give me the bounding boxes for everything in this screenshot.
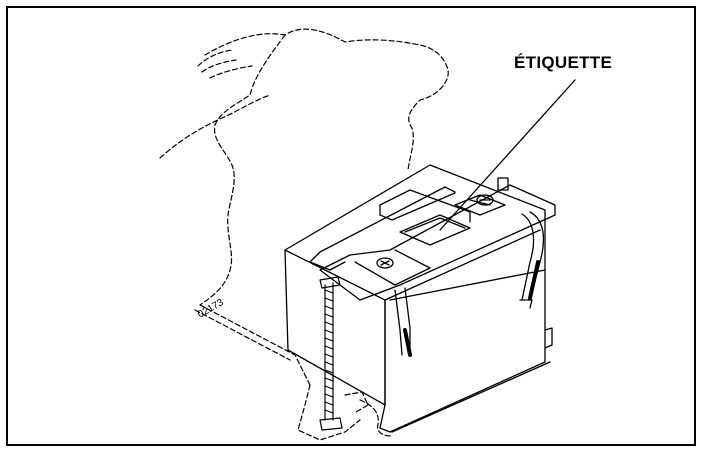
terminal-negative-icon — [376, 257, 394, 269]
diagram-frame — [6, 6, 696, 446]
compartment-outline — [159, 28, 449, 441]
hold-down-bracket — [319, 184, 556, 301]
hold-down-rod — [319, 276, 343, 431]
label-callout: ÉTIQUETTE — [514, 53, 613, 72]
terminal-positive-icon — [476, 177, 509, 206]
battery-cables — [394, 211, 545, 357]
callout-leader-line — [439, 79, 576, 231]
battery-body — [284, 164, 553, 433]
